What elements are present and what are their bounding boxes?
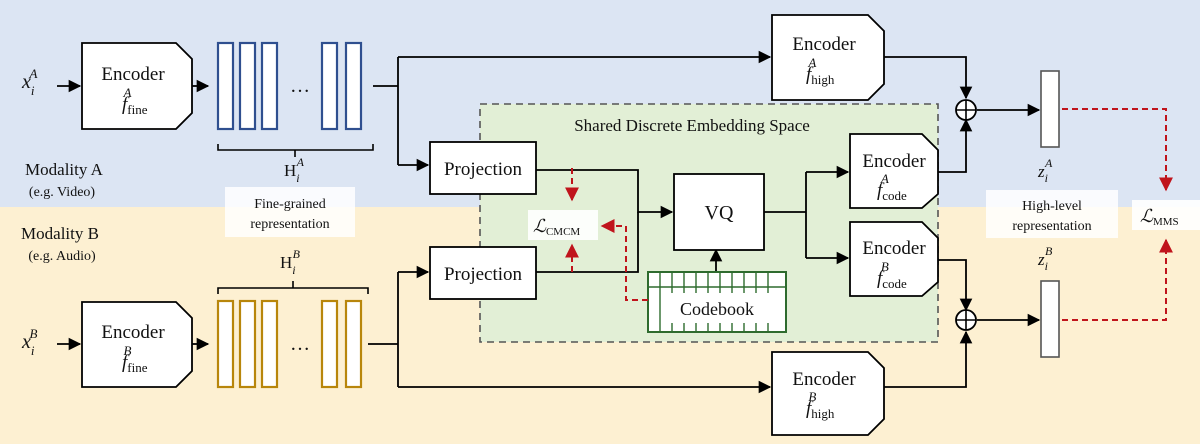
fine-grained-label-bg <box>225 187 355 237</box>
encoder-code-a: Encoder fcodeA <box>849 133 939 209</box>
encoder-high-b-label: Encoder <box>792 369 856 390</box>
encoder-high-a: Encoder fhighA <box>771 14 885 101</box>
projection-a-box <box>429 141 537 195</box>
encoder-code-b-fn: fcodeB <box>877 259 907 291</box>
sum-b <box>955 309 977 331</box>
encoder-fine-a: Encoder ffineA <box>81 42 193 130</box>
projection-a-label: Projection <box>444 159 523 180</box>
feature-bars-a <box>216 41 363 131</box>
feature-bars-b <box>216 299 363 389</box>
codebook-label: Codebook <box>680 299 754 319</box>
encoder-fine-b-fn: ffineB <box>122 343 148 375</box>
feature-bar <box>344 41 363 131</box>
encoder-code-b: Encoder fcodeB <box>849 221 939 297</box>
high-level-line1: High-level <box>1022 199 1082 214</box>
loss-mms-label: ℒMMS <box>1140 206 1179 228</box>
vq-label: VQ <box>705 202 734 224</box>
feature-bar <box>320 299 339 389</box>
projection-b-box <box>429 246 537 300</box>
input-xa-label: xiA <box>21 66 38 98</box>
encoder-fine-a-label: Encoder <box>101 64 165 85</box>
feature-bar <box>320 41 339 131</box>
encoder-high-a-label: Encoder <box>792 34 856 55</box>
feature-bar <box>238 299 257 389</box>
modality-a-title: Modality A <box>25 160 104 179</box>
encoder-code-a-fn: fcodeA <box>877 171 907 203</box>
feature-a-bracket <box>217 144 374 157</box>
high-level-line2: representation <box>1012 219 1091 234</box>
z-b-bar <box>1040 280 1060 358</box>
high-level-label-bg <box>986 190 1118 238</box>
input-xb-label: xiB <box>21 326 38 358</box>
z-a-label: ziA <box>1037 156 1053 185</box>
loss-arrows <box>565 108 1173 321</box>
feature-a-ellipsis: … <box>290 75 310 97</box>
z-a-bar <box>1040 70 1060 148</box>
modality-b-title: Modality B <box>21 224 99 243</box>
feature-b-bracket <box>217 281 369 294</box>
feature-bar <box>260 299 279 389</box>
encoder-fine-b-label: Encoder <box>101 322 165 343</box>
encoder-high-a-fn: fhighA <box>806 55 835 87</box>
z-b-label: ziB <box>1037 244 1053 273</box>
feature-a-label: HiA <box>284 155 305 185</box>
encoder-high-b: Encoder fhighB <box>771 351 885 436</box>
encoder-code-a-label: Encoder <box>862 151 926 172</box>
feature-bar <box>260 41 279 131</box>
fine-grained-line1: Fine-grained <box>254 197 326 212</box>
encoder-high-b-fn: fhighB <box>806 389 835 421</box>
feature-bar <box>344 299 363 389</box>
feature-b-ellipsis: … <box>290 333 310 355</box>
loss-cmcm-bg <box>528 210 598 240</box>
encoder-code-b-label: Encoder <box>862 238 926 259</box>
shared-space-title: Shared Discrete Embedding Space <box>574 116 810 135</box>
feature-bar <box>238 41 257 131</box>
codebook: Codebook <box>647 271 787 333</box>
encoder-fine-b: Encoder ffineB <box>81 301 193 388</box>
sum-a <box>955 99 977 121</box>
loss-mms-bg <box>1132 200 1200 230</box>
modality-b-example: (e.g. Audio) <box>28 249 96 264</box>
feature-bar <box>216 41 235 131</box>
modality-a-example: (e.g. Video) <box>29 185 95 200</box>
fine-grained-line2: representation <box>250 217 329 232</box>
feature-bar <box>216 299 235 389</box>
projection-b-label: Projection <box>444 264 523 285</box>
feature-b-label: HiB <box>280 247 301 277</box>
encoder-fine-a-fn: ffineA <box>122 85 148 117</box>
connection-lines <box>57 50 1041 394</box>
loss-cmcm-label: ℒCMCM <box>533 216 580 238</box>
vq-box <box>673 173 765 251</box>
